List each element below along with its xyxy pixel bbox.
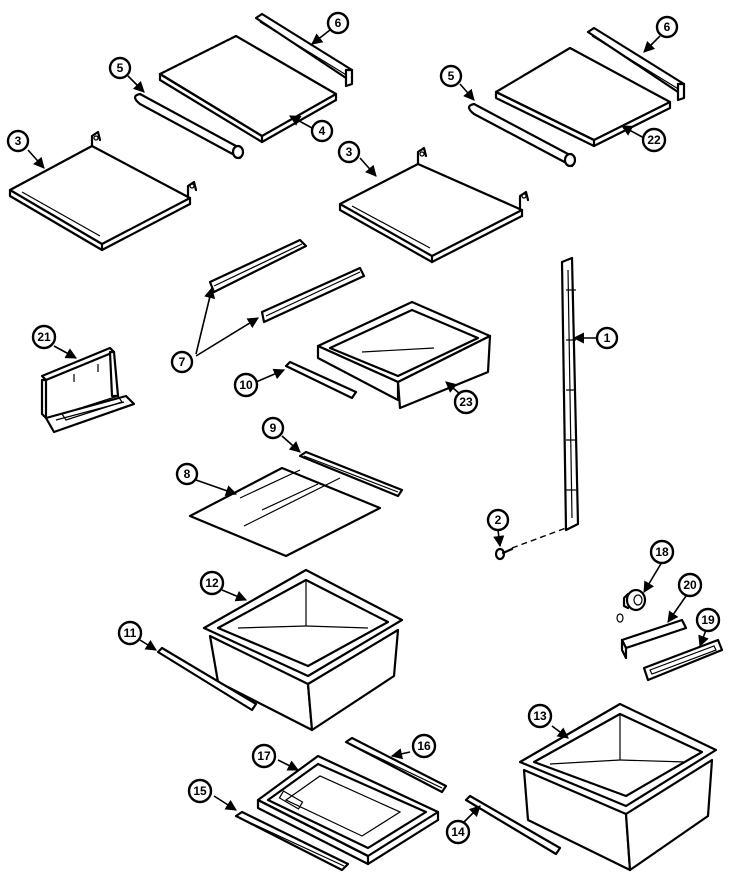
part-10-drawer-rail: [284, 360, 358, 400]
part-1-shelf-support-rail: [560, 256, 580, 532]
part-16-cover-rear-trim: [344, 736, 448, 794]
callout-1: 1: [595, 326, 619, 350]
callout-22: 22: [641, 127, 667, 153]
callout-5-left: 5: [108, 56, 132, 80]
part-6-left-shelf-trim: [254, 12, 354, 88]
callout-20: 20: [677, 572, 703, 598]
callout-label: 9: [270, 421, 277, 435]
callout-16: 16: [411, 733, 437, 759]
callout-label: 20: [683, 578, 697, 592]
callout-3-left: 3: [6, 129, 30, 153]
callout-label: 17: [257, 749, 271, 763]
part-18-humidity-control-knob: [616, 588, 647, 623]
callout-label: 8: [184, 467, 191, 481]
callout-5-right: 5: [439, 64, 463, 88]
callout-label: 22: [647, 133, 661, 147]
callout-12: 12: [199, 570, 225, 596]
callout-label: 4: [319, 124, 326, 138]
callout-2: 2: [486, 508, 510, 532]
callout-19: 19: [695, 607, 721, 633]
callout-10: 10: [233, 372, 259, 398]
callout-label: 15: [193, 784, 207, 798]
callout-6-right: 6: [655, 15, 679, 39]
callout-7: 7: [170, 350, 194, 374]
callout-label: 6: [664, 20, 671, 34]
callout-label: 18: [655, 545, 669, 559]
callout-label: 16: [417, 739, 431, 753]
part-6-right-shelf-trim: [586, 26, 686, 102]
callout-18: 18: [649, 539, 675, 565]
callout-23: 23: [453, 389, 479, 415]
part-21-dairy-bracket: [40, 346, 136, 434]
part-12-crisper-drawer: [202, 568, 404, 732]
callout-label: 7: [179, 355, 186, 369]
part-3-left-cantilever-shelf: [8, 130, 198, 252]
callout-label: 11: [124, 626, 137, 640]
callout-label: 6: [335, 16, 342, 30]
part-13-crisper-drawer-right: [518, 702, 718, 872]
part-14-crisper-rail-right: [464, 794, 562, 856]
callout-3-right: 3: [337, 140, 361, 164]
part-2-screw: [494, 527, 567, 561]
part-8-crisper-glass-cover: [188, 466, 382, 558]
callout-label: 5: [117, 61, 124, 75]
callout-label: 1: [604, 331, 611, 345]
part-3-right-cantilever-shelf: [338, 146, 530, 264]
part-23-deli-drawer: [316, 300, 492, 410]
callout-14: 14: [445, 819, 471, 845]
callout-8: 8: [175, 462, 199, 486]
part-22-glass-shelf-right: [494, 46, 672, 148]
part-5-right-shelf-front-trim: [467, 102, 577, 168]
callout-label: 5: [448, 69, 455, 83]
part-19-control-cover: [642, 638, 724, 682]
callout-label: 12: [205, 576, 219, 590]
part-20-humidity-slide: [620, 618, 688, 660]
part-15-cover-front-trim: [234, 810, 350, 872]
callout-label: 13: [533, 709, 547, 723]
callout-11: 11: [117, 620, 143, 646]
leader-lines: [27, 29, 709, 825]
callout-label: 2: [495, 513, 502, 527]
part-17-crisper-cover-frame: [256, 754, 440, 866]
callout-label: 21: [37, 330, 51, 344]
callout-label: 14: [451, 825, 465, 839]
callout-17: 17: [251, 743, 277, 769]
callout-9: 9: [261, 416, 285, 440]
callout-label: 3: [346, 145, 353, 159]
part-5-left-shelf-front-trim: [133, 92, 245, 160]
callout-label: 10: [239, 378, 253, 392]
part-7-drawer-slides: [208, 238, 366, 324]
callout-label: 3: [15, 134, 22, 148]
part-11-crisper-rail: [156, 646, 258, 712]
callout-label: 23: [459, 395, 473, 409]
callout-6-left: 6: [326, 11, 350, 35]
callout-4: 4: [310, 119, 334, 143]
callout-label: 19: [701, 613, 715, 627]
part-9-crisper-cover-trim: [298, 450, 404, 498]
callout-15: 15: [187, 778, 213, 804]
callout-21: 21: [31, 324, 57, 350]
callout-13: 13: [527, 703, 553, 729]
